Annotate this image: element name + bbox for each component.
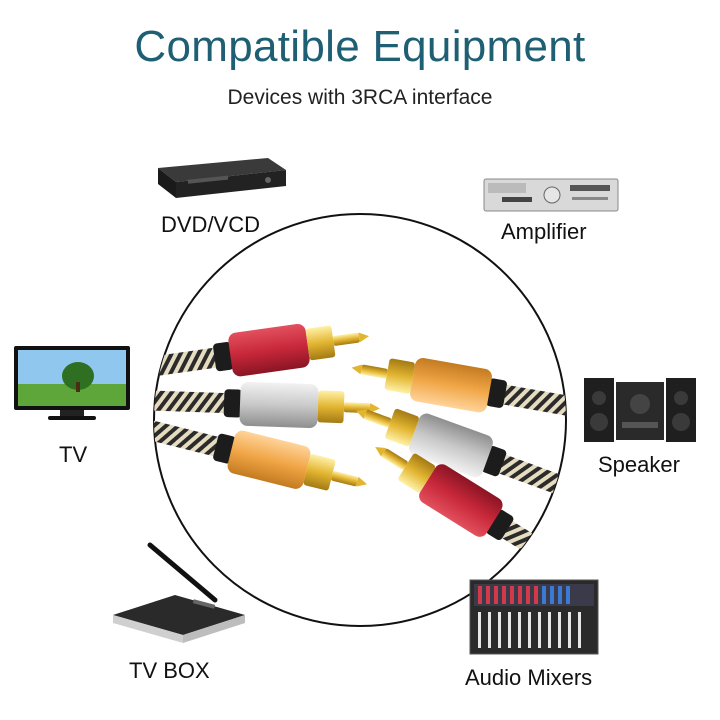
page-title: Compatible Equipment: [134, 22, 586, 71]
rca-cable-icon: .barrel{fill:inherit;}: [150, 210, 570, 630]
label-audio-mixers: Audio Mixers: [465, 665, 593, 690]
label-tv: TV: [59, 442, 88, 467]
tv-box-icon: [105, 540, 250, 645]
amplifier-icon: [482, 175, 622, 215]
label-tv-box: TV BOX: [129, 658, 210, 683]
tv-icon: [12, 344, 132, 426]
audio-mixer-icon: [468, 578, 600, 656]
dvd-player-icon: [148, 150, 288, 205]
label-speaker: Speaker: [598, 452, 680, 477]
label-amplifier: Amplifier: [501, 219, 587, 244]
page-subtitle: Devices with 3RCA interface: [227, 86, 493, 109]
label-dvd-vcd: DVD/VCD: [161, 212, 261, 237]
speaker-icon: [582, 374, 698, 446]
